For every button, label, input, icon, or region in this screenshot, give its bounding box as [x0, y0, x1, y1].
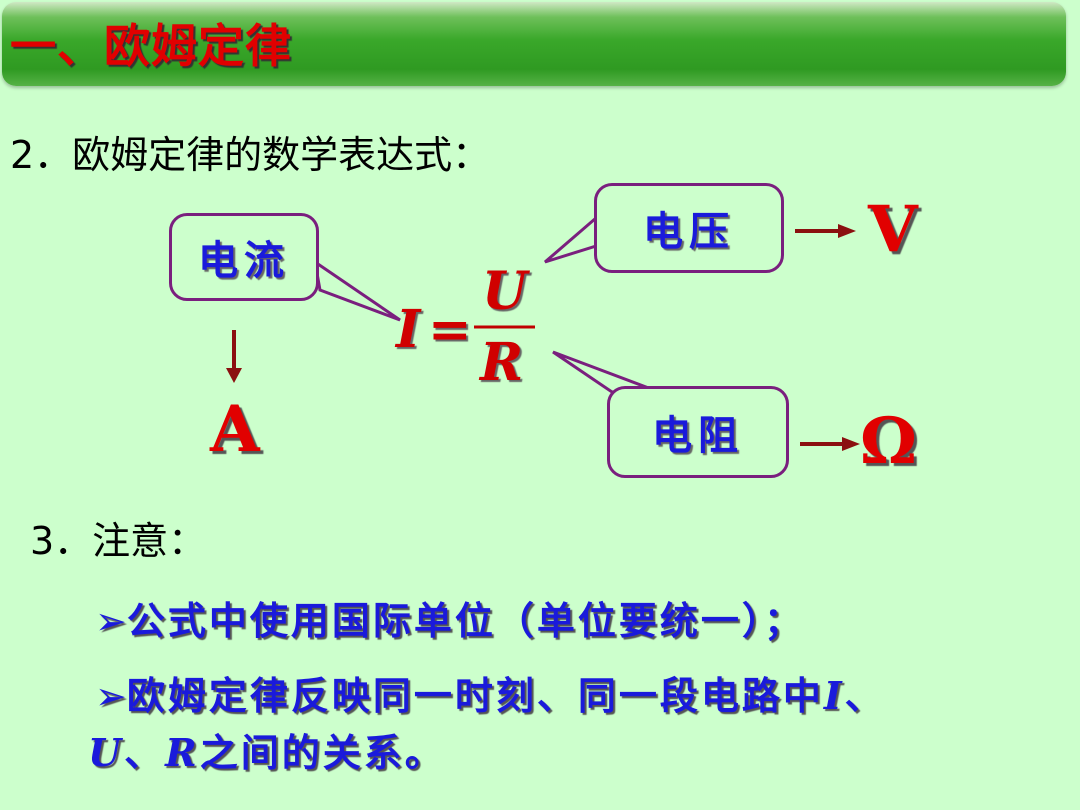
page-title: 一、欧姆定律	[10, 19, 292, 73]
section-3-heading: 3．注意：	[30, 519, 207, 563]
current-unit: A	[210, 392, 260, 467]
bullet-1-text: 公式中使用国际单位（单位要统一）；	[126, 599, 805, 643]
formula-numerator-u: U	[482, 261, 528, 322]
resistance-unit: Ω	[860, 404, 917, 479]
bullet-2-var-u: U	[88, 730, 125, 775]
current-arrow-head	[226, 368, 242, 383]
bullet-2-tail: 之间的关系。	[199, 731, 446, 775]
current-label: 电流	[198, 238, 290, 284]
bullet-item-1: ➢公式中使用国际单位（单位要统一）；	[95, 590, 805, 645]
resistance-label-box: 电阻	[607, 386, 789, 478]
voltage-label-box: 电压	[594, 183, 784, 273]
title-bar	[2, 2, 1066, 86]
formula-denominator-r: R	[480, 332, 524, 393]
bullet-2-text: 欧姆定律反映同一时刻、同一段电路中	[126, 674, 824, 718]
voltage-label: 电压	[643, 209, 735, 255]
resistance-arrow-head	[842, 437, 860, 451]
formula-equals: =	[428, 299, 472, 360]
bullet-arrow-icon: ➢	[95, 599, 127, 643]
resistance-label: 电阻	[652, 413, 744, 459]
bullet-2-separator-2: 、	[124, 731, 166, 775]
bullet-2-separator: 、	[844, 674, 886, 718]
current-callout-tail	[312, 258, 401, 322]
voltage-arrow-head	[838, 224, 856, 238]
bullet-arrow-icon: ➢	[95, 674, 127, 718]
bullet-item-2-line-2: U、R之间的关系。	[88, 722, 446, 777]
current-label-box: 电流	[169, 213, 319, 301]
bullet-item-2-line-1: ➢欧姆定律反映同一时刻、同一段电路中I、	[95, 665, 886, 720]
formula-lhs-i: I	[396, 299, 421, 360]
voltage-unit: V	[868, 192, 918, 267]
voltage-callout-tail	[544, 214, 598, 264]
bullet-2-var-r: R	[165, 730, 200, 775]
bullet-2-var-i: I	[823, 673, 845, 718]
section-2-heading: 2．欧姆定律的数学表达式：	[10, 133, 491, 177]
